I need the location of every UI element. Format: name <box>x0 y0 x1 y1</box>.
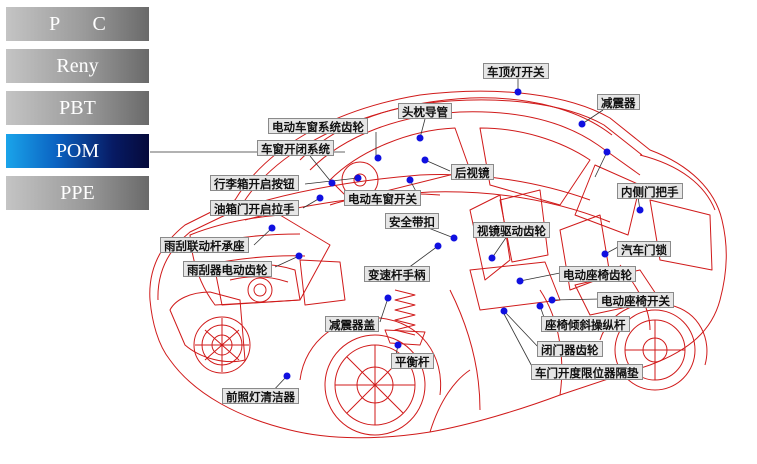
label-headlamp-washer: 前照灯清洁器 <box>222 388 299 404</box>
label-seat-recline-lever: 座椅倾斜操纵杆 <box>541 316 630 332</box>
label-window-system: 车窗开闭系统 <box>257 140 334 156</box>
label-power-seat-switch: 电动座椅开关 <box>597 292 674 308</box>
label-door-closer-gear: 闭门器齿轮 <box>537 341 603 357</box>
label-door-lock: 汽车门锁 <box>617 241 671 257</box>
tab-pbt[interactable]: PBT <box>6 91 149 125</box>
tab-reny[interactable]: Reny <box>6 49 149 83</box>
label-fuel-door-handle: 油箱门开启拉手 <box>210 200 299 216</box>
tab-pom[interactable]: POM <box>6 134 149 168</box>
label-window-system-gear: 电动车窗系统齿轮 <box>268 118 368 134</box>
label-mirror-drive-gear: 视镜驱动齿轮 <box>473 222 550 238</box>
label-rear-view-mirror: 后视镜 <box>451 164 494 180</box>
label-shift-knob: 变速杆手柄 <box>364 266 430 282</box>
label-wiper-bearing: 雨刮联动杆承座 <box>160 237 249 253</box>
tab-pc[interactable]: P C <box>6 7 149 41</box>
label-wiper-motor-gear: 雨刮器电动齿轮 <box>183 261 272 277</box>
label-roof-light-switch: 车顶灯开关 <box>483 63 549 79</box>
label-power-window-switch: 电动车窗开关 <box>344 190 421 206</box>
label-door-check-bushing: 车门开度限位器隔垫 <box>531 364 643 380</box>
label-trunk-button: 行李箱开启按钮 <box>210 175 299 191</box>
label-inner-door-handle: 内侧门把手 <box>617 183 683 199</box>
part-markers <box>268 88 644 380</box>
label-power-seat-gear: 电动座椅齿轮 <box>559 266 636 282</box>
label-shock-absorber: 减震器 <box>597 94 640 110</box>
label-shock-cover: 减震器盖 <box>325 316 379 332</box>
label-stabilizer-bar: 平衡杆 <box>391 353 434 369</box>
label-headrest-guide: 头枕导管 <box>398 103 452 119</box>
label-seat-belt-buckle: 安全带扣 <box>385 213 439 229</box>
tab-ppe[interactable]: PPE <box>6 176 149 210</box>
